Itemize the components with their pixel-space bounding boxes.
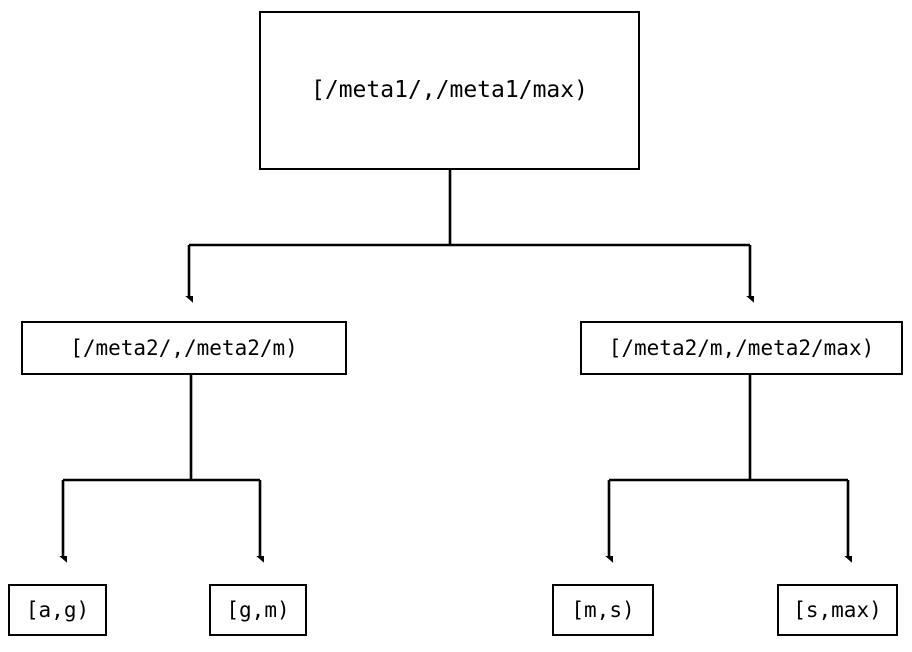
edge-mid-left-bus xyxy=(63,375,260,482)
tree-node-mid-right[interactable]: [/meta2/m,/meta2/max) xyxy=(580,321,903,375)
edge-mid-right-bus xyxy=(609,375,848,482)
tree-node-leaf-ag-label: [a,g) xyxy=(25,597,90,622)
tree-node-leaf-smax-label: [s,max) xyxy=(793,597,882,622)
tree-node-leaf-ms-label: [m,s) xyxy=(571,597,635,622)
tree-node-root-label: [/meta1/,/meta1/max) xyxy=(311,77,588,103)
tree-node-leaf-gm[interactable]: [g,m) xyxy=(209,584,307,636)
edge-root-to-mid-bus xyxy=(189,170,750,247)
tree-node-leaf-gm-label: [g,m) xyxy=(226,597,290,622)
tree-node-mid-left[interactable]: [/meta2/,/meta2/m) xyxy=(21,321,347,375)
tree-node-root[interactable]: [/meta1/,/meta1/max) xyxy=(259,11,640,170)
tree-node-mid-left-label: [/meta2/,/meta2/m) xyxy=(70,335,298,360)
tree-node-leaf-ag[interactable]: [a,g) xyxy=(8,584,107,636)
tree-node-leaf-ms[interactable]: [m,s) xyxy=(552,584,654,636)
tree-node-mid-right-label: [/meta2/m,/meta2/max) xyxy=(608,335,875,360)
tree-node-leaf-smax[interactable]: [s,max) xyxy=(777,584,898,636)
